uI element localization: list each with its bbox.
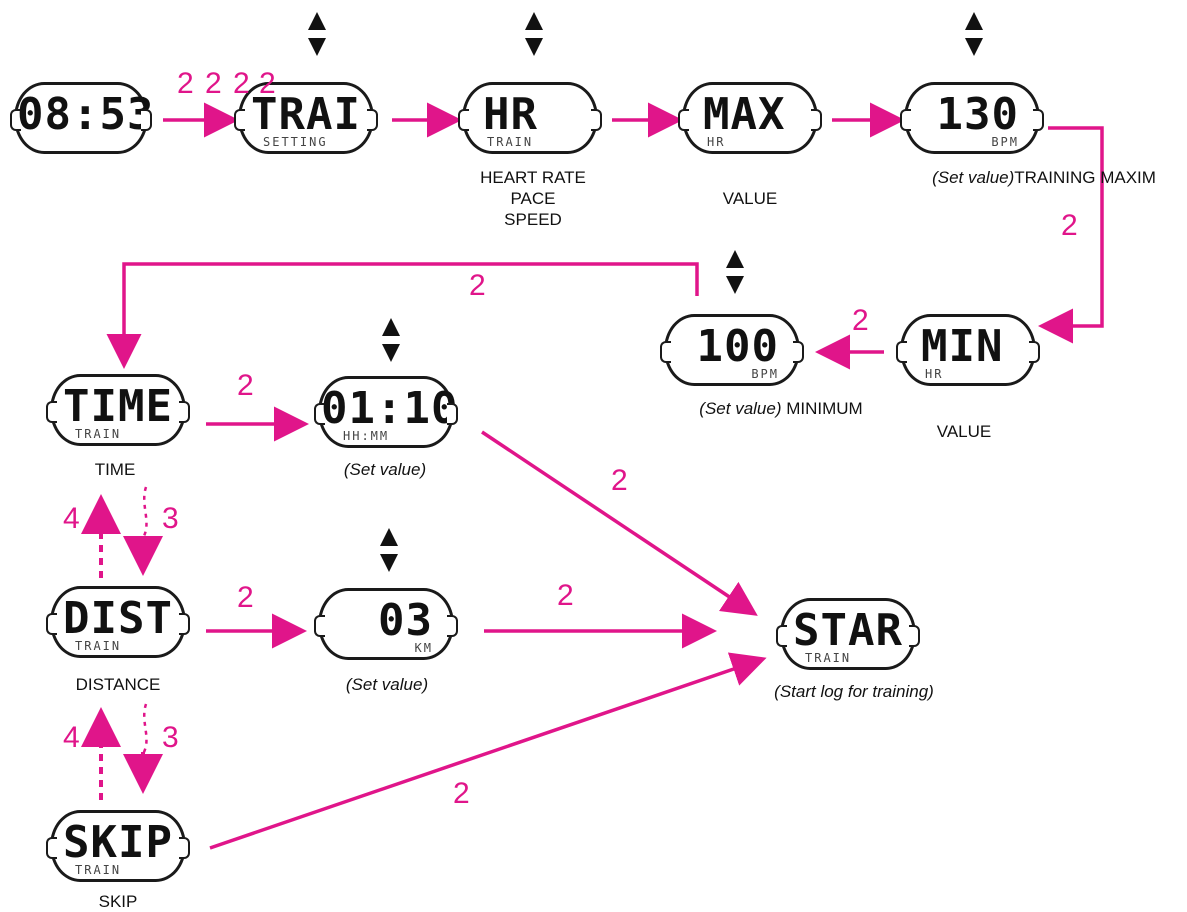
step-label: 4 xyxy=(63,721,80,754)
screen-clock-text: 08:53 xyxy=(17,89,155,140)
step-label: 2 xyxy=(453,777,470,810)
caption-time-set: (Set value) xyxy=(344,459,426,480)
arrow-timeval-to-star xyxy=(481,430,758,616)
step-label: 2 xyxy=(1061,209,1078,242)
screen-max-sub: HR xyxy=(707,135,726,149)
up-down-arrow-icon xyxy=(525,12,543,56)
screen-max: MAX HR xyxy=(678,82,822,154)
caption-min-value: VALUE xyxy=(936,422,992,441)
up-down-arrow-icon xyxy=(382,318,400,362)
screen-time-text: TIME xyxy=(63,381,173,432)
screen-dist-value-text: 03 xyxy=(378,595,433,646)
caption-min-set-italic: (Set value) xyxy=(699,399,782,418)
step-label: 3 xyxy=(162,721,179,754)
screen-trai-sub: SETTING xyxy=(263,135,328,149)
screen-min: MIN HR xyxy=(896,314,1040,386)
step-label: 2 xyxy=(237,369,254,402)
screen-trai-text: TRAI xyxy=(251,89,361,140)
screen-min-value-sub: BPM xyxy=(751,367,779,381)
screen-time-value-text: 01:10 xyxy=(321,383,459,434)
up-down-arrow-icon xyxy=(380,528,398,572)
caption-heart-rate: HEART RATE xyxy=(480,168,586,187)
screen-dist: DIST TRAIN xyxy=(46,586,190,658)
screen-time-sub: TRAIN xyxy=(75,427,122,441)
step-label: 2 xyxy=(852,304,869,337)
screen-time: TIME TRAIN xyxy=(46,374,190,446)
caption-max-set: (Set value)TRAINING MAXIM xyxy=(932,167,1156,188)
caption-time-set-italic: (Set value) xyxy=(343,460,427,479)
step-label: 2 xyxy=(469,269,486,302)
screen-skip: SKIP TRAIN xyxy=(46,810,190,882)
step-label: 2 xyxy=(611,464,628,497)
step-label: 2 xyxy=(205,67,222,100)
screen-max-value-text: 130 xyxy=(936,89,1019,140)
screen-max-value-sub: BPM xyxy=(991,135,1019,149)
step-label: 2 xyxy=(177,67,194,100)
up-down-arrow-icon xyxy=(308,12,326,56)
screen-dist-value-sub: KM xyxy=(414,641,433,655)
screen-hr: HR TRAIN xyxy=(458,82,602,154)
up-down-arrow-icon xyxy=(726,250,744,294)
caption-max-set-text: TRAINING MAXIM xyxy=(1014,168,1156,187)
screen-star: STAR TRAIN xyxy=(776,598,920,670)
screen-star-text: STAR xyxy=(793,605,903,656)
caption-distance: DISTANCE xyxy=(75,675,161,694)
caption-max-set-italic: (Set value) xyxy=(932,168,1015,187)
caption-pace: PACE xyxy=(510,189,556,208)
step-label: 2 xyxy=(237,581,254,614)
up-down-arrow-icon xyxy=(965,12,983,56)
arrow-dist-down-to-skip xyxy=(141,703,148,755)
screen-time-value: 01:10 HH:MM xyxy=(314,376,459,448)
screen-time-value-sub: HH:MM xyxy=(343,429,390,443)
screen-min-value-text: 100 xyxy=(696,321,779,372)
caption-speed: SPEED xyxy=(504,210,562,229)
screen-min-sub: HR xyxy=(925,367,944,381)
caption-skip: SKIP xyxy=(98,892,138,911)
screen-min-text: MIN xyxy=(921,321,1004,372)
screen-max-value: 130 BPM xyxy=(900,82,1044,154)
screen-clock: 08:53 xyxy=(10,82,155,154)
screen-max-text: MAX xyxy=(703,89,786,140)
caption-dist-set-italic: (Set value) xyxy=(345,675,429,694)
up-down-arrow-icons xyxy=(308,12,983,572)
arrow-skip-to-star xyxy=(209,652,767,850)
caption-dist-set: (Set value) xyxy=(346,674,428,695)
step-label: 3 xyxy=(162,502,179,535)
screen-dist-value: 03 KM xyxy=(314,588,458,660)
caption-max-value: VALUE xyxy=(722,189,778,208)
caption-start-italic: (Start log for training) xyxy=(774,682,934,701)
caption-start: (Start log for training) xyxy=(774,681,934,702)
screen-trai: TRAI SETTING xyxy=(234,82,378,154)
arrow-100-to-time xyxy=(106,262,699,369)
step-label: 2 xyxy=(259,67,276,100)
arrow-time-down-to-dist xyxy=(141,486,148,539)
screen-skip-sub: TRAIN xyxy=(75,863,122,877)
caption-hr-options: HEART RATE PACE SPEED xyxy=(480,167,586,230)
caption-time: TIME xyxy=(94,460,136,479)
screen-dist-sub: TRAIN xyxy=(75,639,122,653)
screen-skip-text: SKIP xyxy=(63,817,173,868)
screen-dist-text: DIST xyxy=(63,593,173,644)
screen-hr-sub: TRAIN xyxy=(487,135,534,149)
caption-min-set-text: MINIMUM xyxy=(781,399,863,418)
screen-hr-text: HR xyxy=(483,89,538,140)
step-label: 4 xyxy=(63,502,80,535)
screen-min-value: 100 BPM xyxy=(660,314,804,386)
screen-star-sub: TRAIN xyxy=(805,651,852,665)
caption-min-set: (Set value) MINIMUM xyxy=(699,398,862,419)
step-label: 2 xyxy=(557,579,574,612)
step-label: 2 xyxy=(233,67,250,100)
arrow-130-to-min xyxy=(1038,126,1104,344)
